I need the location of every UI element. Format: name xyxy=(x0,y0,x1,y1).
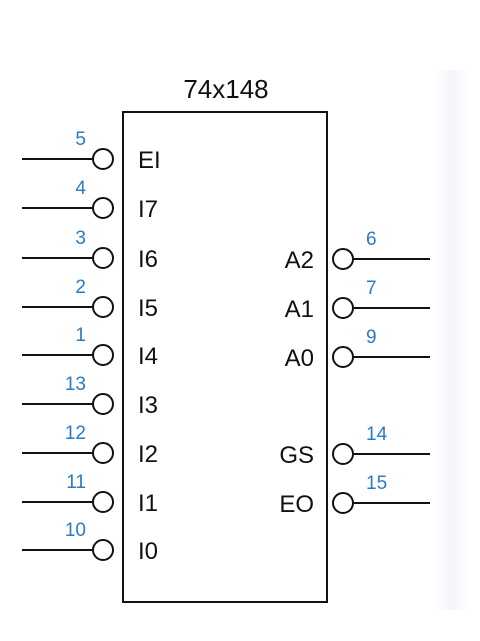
pin-number: 4 xyxy=(75,178,86,199)
left-pin-i6: 3I6 xyxy=(22,228,158,273)
signal-label: A1 xyxy=(285,296,314,323)
left-pin-i5: 2I5 xyxy=(22,277,158,322)
pin-number: 3 xyxy=(75,228,86,249)
left-pin-i7: 4I7 xyxy=(22,178,158,223)
pin-number: 15 xyxy=(366,473,387,494)
pin-number: 2 xyxy=(75,277,86,298)
inversion-bubble xyxy=(92,344,114,366)
inversion-bubble xyxy=(92,393,114,415)
inversion-bubble xyxy=(92,197,114,219)
signal-label: I2 xyxy=(138,441,158,468)
pin-number: 5 xyxy=(75,129,86,150)
signal-label: A2 xyxy=(285,247,314,274)
pin-number: 11 xyxy=(66,472,86,493)
signal-label: EI xyxy=(138,147,161,174)
signal-label: GS xyxy=(279,442,314,469)
pin-number: 14 xyxy=(366,424,388,445)
chip-title: 74x148 xyxy=(183,74,268,104)
inversion-bubble xyxy=(92,539,114,561)
right-pin-a1: 7A1 xyxy=(285,278,430,323)
pin-number: 9 xyxy=(366,327,377,348)
signal-label: I4 xyxy=(138,343,158,370)
signal-label: I5 xyxy=(138,295,158,322)
signal-label: I0 xyxy=(138,538,158,565)
pin-number: 6 xyxy=(366,229,377,250)
signal-label: A0 xyxy=(285,345,314,372)
inversion-bubble xyxy=(92,247,114,269)
inversion-bubble xyxy=(332,443,354,465)
inversion-bubble xyxy=(332,297,354,319)
signal-label: I6 xyxy=(138,246,158,273)
inversion-bubble xyxy=(332,346,354,368)
right-pin-a0: 9A0 xyxy=(285,327,430,372)
right-pin-a2: 6A2 xyxy=(285,229,430,274)
signal-label: I7 xyxy=(138,196,158,223)
pin-number: 10 xyxy=(65,520,86,541)
pin-number: 7 xyxy=(366,278,377,299)
left-pin-ei: 5EI xyxy=(22,129,161,174)
chip-body xyxy=(122,111,328,603)
inversion-bubble xyxy=(92,296,114,318)
background-band xyxy=(432,70,468,610)
pin-number: 12 xyxy=(65,423,86,444)
signal-label: I1 xyxy=(138,490,158,517)
signal-label: EO xyxy=(279,491,314,518)
inversion-bubble xyxy=(92,442,114,464)
pin-number: 13 xyxy=(65,374,86,395)
inversion-bubble xyxy=(92,148,114,170)
inversion-bubble xyxy=(332,248,354,270)
left-pin-i4: 1I4 xyxy=(22,325,158,370)
pin-number: 1 xyxy=(75,325,86,346)
inversion-bubble xyxy=(332,492,354,514)
signal-label: I3 xyxy=(138,392,158,419)
inversion-bubble xyxy=(92,491,114,513)
